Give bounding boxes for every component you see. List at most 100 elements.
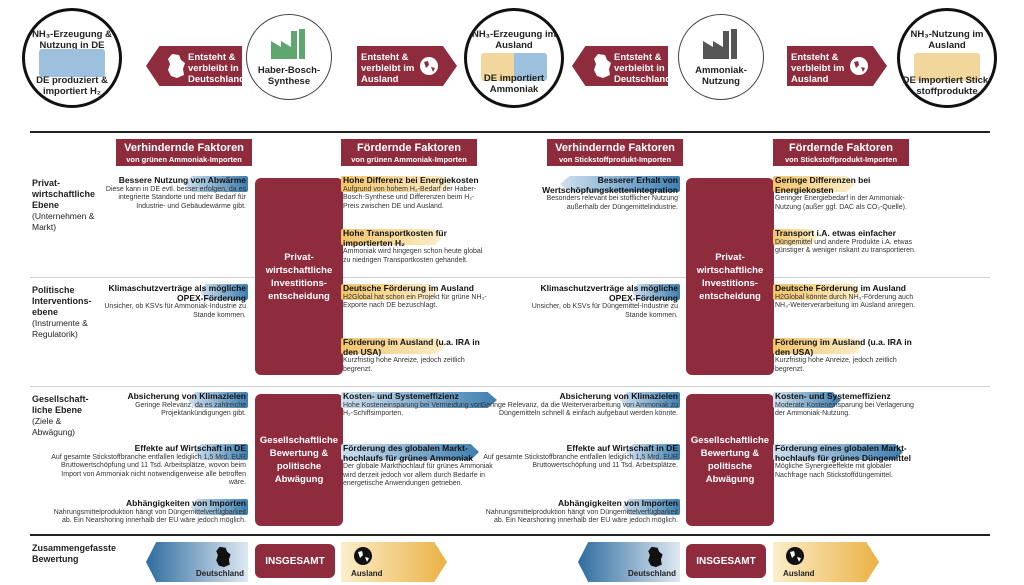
factor-item: Hohe Differenz bei Energiekosten Aufgrun… xyxy=(343,175,489,211)
tag-arrow xyxy=(341,229,443,245)
globe-icon xyxy=(786,547,804,565)
factor-title: Besserer Erhalt von Wertschöpfungsketten… xyxy=(542,175,678,195)
tag-arrow xyxy=(560,176,680,192)
level-gesellschaft: Gesellschaft-liche Ebene (Ziele & Abwägu… xyxy=(32,394,102,438)
tag-arrow xyxy=(194,444,248,460)
header-col2: Fördernde Faktoren von grünen Ammoniak-I… xyxy=(341,139,477,166)
summary-arrow-aus-1: Ausland xyxy=(341,542,447,582)
factor-desc: Mögliche Synergieeffekte mit globaler Na… xyxy=(775,463,893,479)
circle-nh3-ausland: NH₃-Erzeugung im Ausland DE importiert A… xyxy=(464,8,564,108)
header-col1: Verhindernde Faktoren von grünen Ammonia… xyxy=(116,139,252,166)
process-image xyxy=(481,53,547,81)
globe-icon xyxy=(420,57,438,75)
level-title: Zusammengefasste Bewertung xyxy=(32,543,117,564)
factor-title: Förderung eines globalen Markt-hochlaufs… xyxy=(775,443,912,463)
arrow-label: Entsteht & verbleibt im Ausland xyxy=(361,52,415,85)
tag-arrow xyxy=(626,444,680,460)
circle-bottom-label: DE importiert Ammoniak xyxy=(483,73,545,95)
summary-arrow-de-2: Deutschland xyxy=(578,542,680,582)
summary-label: Ausland xyxy=(783,569,815,578)
factor-desc: Hohe Kosteneinsparung bei Vermeidung von… xyxy=(343,401,482,418)
pill-investment-1: Privat-wirtschaftliche Investitions-ents… xyxy=(255,178,343,375)
factor-item: Klimaschutzverträge als mögliche OPEX-Fö… xyxy=(528,283,678,320)
header-subtitle: von Stickstoffprodukt-Importen xyxy=(784,155,898,164)
factor-desc: Nahrungsmittelproduktion hängt von Dünge… xyxy=(485,508,678,525)
factor-title: Hohe Differenz bei Energiekosten xyxy=(343,175,479,185)
factor-title: Absicherung von Klimazielen xyxy=(559,391,678,401)
factor-item: Absicherung von Klimazielen Geringe Rele… xyxy=(480,391,678,419)
factor-title: Kosten- und Systemeffizienz xyxy=(775,391,891,401)
germany-map-icon xyxy=(594,54,611,78)
process-image xyxy=(914,53,980,81)
factor-title: Förderung im Ausland (u.a. IRA in den US… xyxy=(775,337,912,357)
factor-item: Förderung eines globalen Markt-hochlaufs… xyxy=(775,443,925,480)
circle-nh3-de: NH₃-Erzeugung & Nutzung in DE DE produzi… xyxy=(22,8,122,108)
tag-arrow xyxy=(184,176,248,192)
divider-summary xyxy=(30,534,990,536)
factor-item: Absicherung von Klimazielen Geringe Rele… xyxy=(100,391,246,419)
factor-title: Förderung im Ausland (u.a. IRA in den US… xyxy=(343,337,480,357)
level-sub: (Unternehmen & Markt) xyxy=(32,211,95,232)
tag-arrow xyxy=(773,338,863,354)
pill-investment-2: Privat-wirtschaftliche Investitions-ents… xyxy=(686,178,774,375)
globe-icon xyxy=(850,57,868,75)
factor-title: Absicherung von Klimazielen xyxy=(127,391,246,401)
header-subtitle: von grünen Ammoniak-Importen xyxy=(126,155,242,164)
tag-arrow xyxy=(200,284,248,300)
header-title: Verhindernde Faktoren xyxy=(124,142,244,154)
process-image xyxy=(39,49,105,77)
factory-icon xyxy=(271,29,305,59)
arrow-entsteht-ausland-1: Entsteht & verbleibt im Ausland xyxy=(357,46,457,86)
tag-arrow xyxy=(341,392,497,408)
factory-label: Haber-Bosch-Synthese xyxy=(257,65,321,87)
factor-title: Abhängigkeiten von Importen xyxy=(558,498,678,508)
factor-item: Deutsche Förderung im Ausland H2Global h… xyxy=(343,283,489,311)
level-politisch: Politische Interventions-ebene (Instrume… xyxy=(32,285,112,340)
summary-label: Ausland xyxy=(351,569,383,578)
factor-desc: Geringer Energiebedarf in der Ammoniak-N… xyxy=(775,195,907,211)
factor-desc: Auf gesamte Stickstoffbranche entfallen … xyxy=(51,453,246,487)
tag-arrow xyxy=(188,392,248,408)
factor-item: Effekte auf Wirtschaft in DE Auf gesamte… xyxy=(480,443,678,471)
factor-title: Geringe Differenzen bei Energiekosten xyxy=(775,175,871,195)
arrow-label: Entsteht & verbleibt in Deutschland xyxy=(614,52,672,85)
factor-item: Förderung im Ausland (u.a. IRA in den US… xyxy=(775,337,920,374)
factor-item: Abhängigkeiten von Importen Nahrungsmitt… xyxy=(480,498,678,526)
arrow-label: Entsteht & verbleibt im Ausland xyxy=(791,52,845,85)
factory-ammoniak-nutzung: Ammoniak-Nutzung xyxy=(678,14,764,100)
globe-icon xyxy=(354,547,372,565)
factor-desc: H2Global könnte durch NH₃-Förderung auch… xyxy=(775,293,916,310)
header-subtitle: von Stickstoffprodukt-Importen xyxy=(558,155,672,164)
tag-arrow xyxy=(773,444,903,460)
factor-title: Deutsche Förderung im Ausland xyxy=(775,283,906,293)
header-subtitle: von grünen Ammoniak-Importen xyxy=(351,155,467,164)
tag-arrow xyxy=(620,392,680,408)
circle-top-label: NH₃-Nutzung im Ausland xyxy=(910,29,984,51)
tag-arrow xyxy=(190,499,248,515)
factor-item: Abhängigkeiten von Importen Nahrungsmitt… xyxy=(48,498,246,526)
circle-nh3-nutzung-ausland: NH₃-Nutzung im Ausland DE importiert Sti… xyxy=(897,8,997,108)
pill-evaluation-1: Gesellschaftliche Bewertung & politische… xyxy=(255,394,343,526)
factory-icon xyxy=(703,29,737,59)
arrow-entsteht-ausland-2: Entsteht & verbleibt im Ausland xyxy=(787,46,887,86)
factor-item: Förderung im Ausland (u.a. IRA in den US… xyxy=(343,337,489,374)
level-title: Privat-wirtschaftliche Ebene xyxy=(32,178,96,210)
factor-item: Transport i.A. etwas einfacher Düngemitt… xyxy=(775,228,920,256)
circle-top-label: NH₃-Erzeugung im Ausland xyxy=(471,29,557,51)
header-col3: Verhindernde Faktoren von Stickstoffprod… xyxy=(547,139,683,166)
factor-desc: Kurzfristig hohe Anreize, jedoch zeitlic… xyxy=(343,357,465,373)
factor-title: Bessere Nutzung von Abwärme xyxy=(118,175,246,185)
germany-map-icon xyxy=(648,546,663,568)
row-divider xyxy=(30,277,990,278)
factor-title: Klimaschutzverträge als mögliche OPEX-Fö… xyxy=(540,283,678,303)
factor-title: Kosten- und Systemeffizienz xyxy=(343,391,459,401)
tag-arrow xyxy=(773,176,855,192)
factor-item: Besserer Erhalt von Wertschöpfungsketten… xyxy=(528,175,678,212)
factor-item: Geringe Differenzen bei Energiekosten Ge… xyxy=(775,175,915,212)
factor-desc: H2Global hat schon ein Projekt für grüne… xyxy=(343,293,487,310)
level-title: Politische Interventions-ebene xyxy=(32,285,92,317)
factor-item: Kosten- und Systemeffizienz Hohe Kostene… xyxy=(343,391,493,419)
level-sub: (Instrumente & Regulatorik) xyxy=(32,318,88,339)
tag-arrow xyxy=(341,444,479,460)
summary-insgesamt-2: INSGESAMT xyxy=(686,544,766,578)
